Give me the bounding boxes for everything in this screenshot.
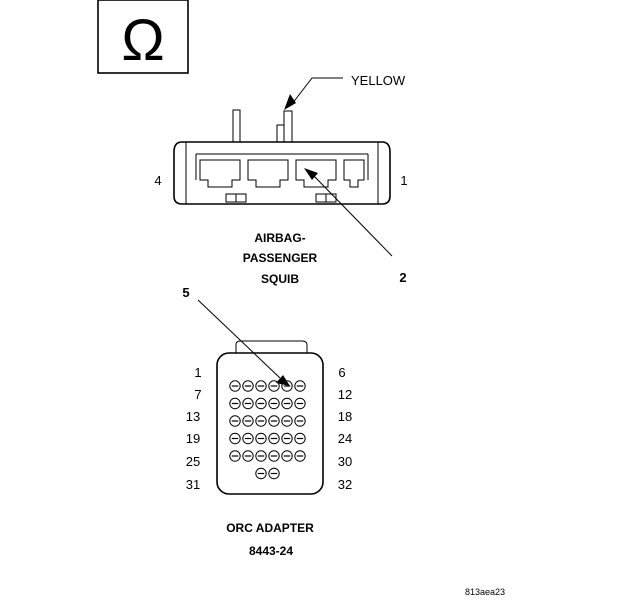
pin-cavity xyxy=(255,432,267,445)
ohm-symbol-box: Ω xyxy=(97,0,189,74)
pin-label: 18 xyxy=(338,409,352,424)
pin-label: 12 xyxy=(338,387,352,402)
pin-label: 1 xyxy=(194,365,201,380)
pin-cavity xyxy=(294,432,306,445)
pin-label: 25 xyxy=(186,454,200,469)
pin-cavity xyxy=(229,432,241,445)
pin-cavity xyxy=(268,380,280,392)
figure-id: 813aea23 xyxy=(465,587,505,597)
pin-grid xyxy=(229,380,306,480)
pin-cavity xyxy=(294,380,306,392)
pin-cavity xyxy=(268,432,280,445)
pin-cavity xyxy=(242,450,254,462)
pin-cavity xyxy=(281,397,293,410)
squib-title-line-3: SQUIB xyxy=(261,272,299,286)
pin-cavity xyxy=(281,380,293,392)
pin-cavity xyxy=(242,397,254,410)
pin-cavity xyxy=(268,415,280,427)
pin-cavity xyxy=(255,450,267,462)
pin-cavity xyxy=(294,450,306,462)
pin-cavity xyxy=(268,467,280,480)
pin-cavity xyxy=(255,467,267,480)
pin-label: 13 xyxy=(186,409,200,424)
pin-label: 7 xyxy=(194,387,201,402)
wire-color-label: YELLOW xyxy=(351,73,406,88)
orc-adapter-title: ORC ADAPTER xyxy=(226,521,314,535)
pin-cavity xyxy=(242,380,254,392)
pin-cavity xyxy=(229,397,241,410)
pin-labels-right: 6 12 18 24 30 32 xyxy=(338,365,352,492)
squib-title-line-1: AIRBAG- xyxy=(254,231,305,245)
pin-cavity xyxy=(242,432,254,445)
pin-cavity xyxy=(255,380,267,392)
orc-adapter-part-number: 8443-24 xyxy=(249,544,293,558)
pin-label: 31 xyxy=(186,477,200,492)
pin-label: 30 xyxy=(338,454,352,469)
pin-cavity xyxy=(268,450,280,462)
pin-cavity xyxy=(229,450,241,462)
callout-5-label: 5 xyxy=(182,285,189,300)
pin-label: 19 xyxy=(186,431,200,446)
pin-cavity xyxy=(294,397,306,410)
yellow-wire-callout: YELLOW xyxy=(284,73,406,110)
pin-cavity xyxy=(242,415,254,427)
pin-cavity xyxy=(229,380,241,392)
callout-5: 5 xyxy=(182,285,290,386)
pin-label-4: 4 xyxy=(154,173,161,188)
pin-cavity xyxy=(255,415,267,427)
squib-title-line-2: PASSENGER xyxy=(243,251,318,265)
pin-cavity xyxy=(281,432,293,445)
callout-2: 2 xyxy=(304,168,407,285)
callout-2-label: 2 xyxy=(399,270,406,285)
pin-label: 6 xyxy=(338,365,345,380)
pin-labels-left: 1 7 13 19 25 31 xyxy=(186,365,202,492)
pin-cavity xyxy=(229,415,241,427)
pin-cavity xyxy=(281,415,293,427)
pin-cavity xyxy=(281,450,293,462)
pin-cavity xyxy=(294,415,306,427)
pin-cavity xyxy=(255,397,267,410)
pin-label-1: 1 xyxy=(400,173,407,188)
squib-connector: 4 1 xyxy=(154,109,408,205)
pin-label: 24 xyxy=(338,431,352,446)
pin-cavity xyxy=(268,397,280,410)
orc-adapter-connector: 1 7 13 19 25 31 6 12 18 24 30 32 xyxy=(186,340,352,495)
squib-title: AIRBAG- PASSENGER SQUIB xyxy=(243,231,318,286)
pin-label: 32 xyxy=(338,477,352,492)
ohm-icon: Ω xyxy=(121,8,164,73)
